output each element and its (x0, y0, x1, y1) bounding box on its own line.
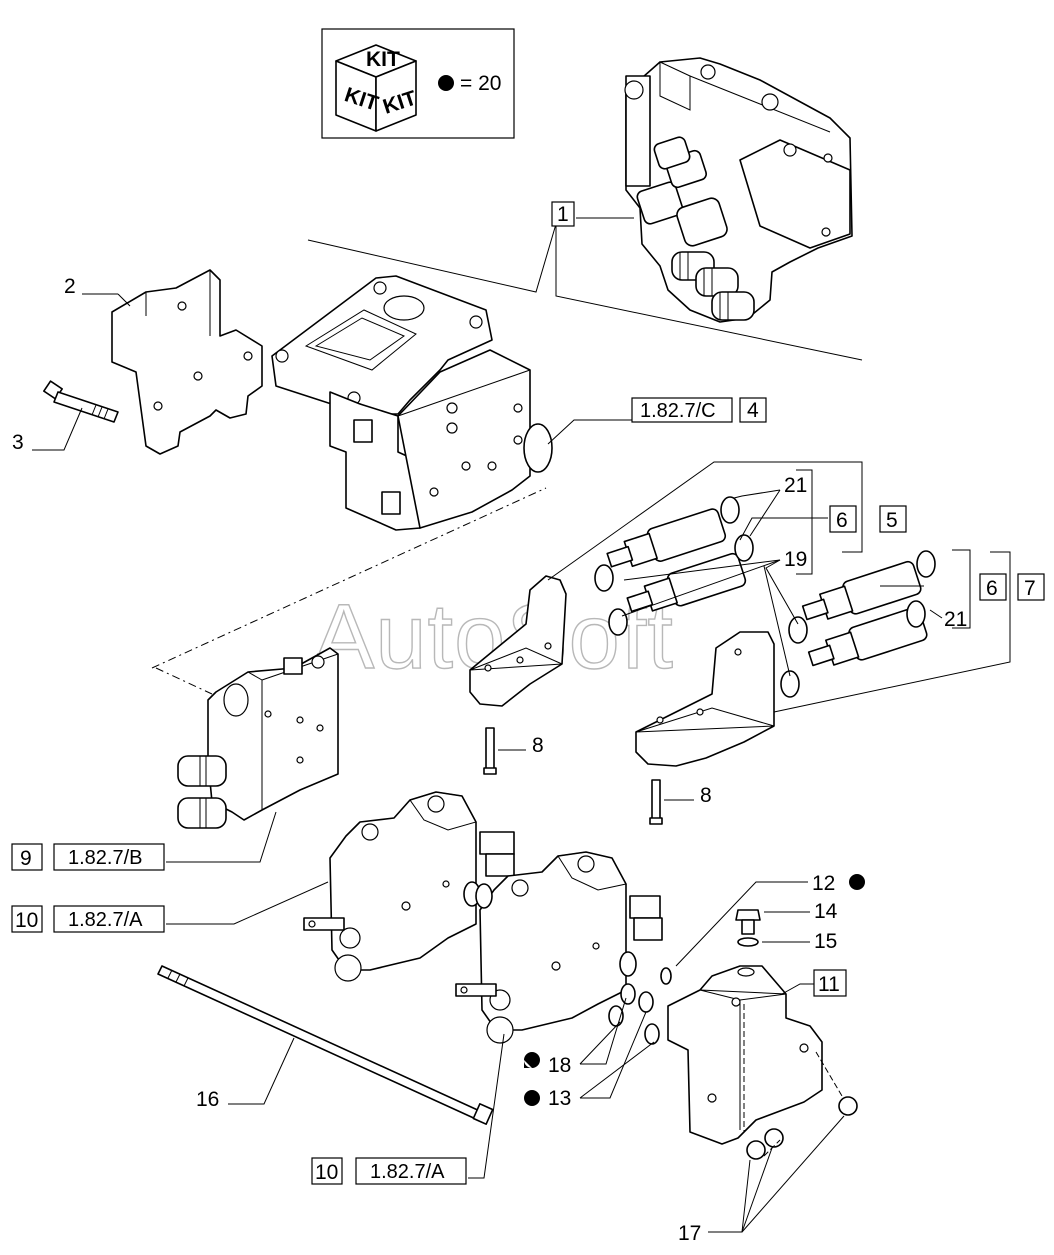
callout-10b: 10 (315, 1161, 338, 1184)
callout-18: 18 (548, 1054, 571, 1077)
callout-box-7 (1017, 573, 1045, 601)
ref-4: 1.82.7/C (640, 400, 716, 422)
callout-16: 16 (196, 1088, 219, 1111)
ref-10b: 1.82.7/A (370, 1161, 445, 1183)
callout-10a: 10 (15, 909, 38, 932)
callout-21b: 21 (944, 608, 967, 631)
callout-4: 4 (747, 399, 759, 422)
ref-9: 1.82.7/B (68, 847, 143, 869)
ref-10a: 1.82.7/A (68, 909, 143, 931)
valve-section-part-9 (177, 647, 339, 829)
callout-box-6a (829, 505, 857, 533)
callout-box-10a (11, 905, 43, 933)
tie-rod-part-16 (157, 965, 494, 1125)
callout-3: 3 (12, 431, 24, 454)
callout-8b: 8 (700, 784, 712, 807)
callout-6b: 6 (986, 577, 998, 600)
ref-box-10b (355, 1157, 467, 1185)
screw-part-8-a (483, 727, 497, 775)
callout-13: 13 (548, 1087, 571, 1110)
callout-box-4 (739, 397, 767, 423)
callout-8a: 8 (532, 734, 544, 757)
kit-legend: KIT KIT KIT = 20 (321, 28, 515, 139)
screw-part-8-b (649, 779, 663, 825)
callout-11: 11 (818, 973, 840, 996)
o-rings-parts-19-21 (594, 496, 936, 698)
small-parts-12-to-18 (608, 909, 858, 1160)
callout-5: 5 (886, 509, 898, 532)
kit-cube-top-text: KIT (366, 48, 400, 71)
cover-plate-part-2 (111, 269, 263, 455)
end-cover-part-11 (667, 965, 843, 1145)
kit-bullet-icon (438, 75, 454, 91)
ref-box-9 (53, 843, 165, 871)
callout-12: 12 (812, 872, 835, 895)
lever-bracket-part-5 (469, 575, 567, 707)
bolt-part-3 (43, 380, 119, 423)
lever-bracket-part-7 (635, 631, 775, 767)
callout-9: 9 (20, 847, 32, 870)
callout-6a: 6 (836, 509, 848, 532)
callout-2: 2 (64, 275, 76, 298)
callout-1: 1 (557, 203, 569, 226)
valve-housing-part-4 (271, 275, 553, 531)
kit-quantity-text: = 20 (460, 72, 501, 95)
callout-15: 15 (814, 930, 837, 953)
callout-box-9 (11, 843, 43, 871)
callout-box-10b (311, 1157, 343, 1185)
kit-bullet-13-icon (524, 1090, 540, 1106)
callout-box-11 (813, 969, 847, 997)
callout-box-1 (551, 201, 575, 227)
valve-section-part-10-upper (303, 791, 515, 982)
valve-section-part-10-lower (455, 851, 663, 1044)
valve-assembly-part-1 (624, 57, 853, 323)
callout-14: 14 (814, 900, 838, 923)
callout-19: 19 (784, 548, 807, 571)
callout-21a: 21 (784, 474, 807, 497)
ref-box-4 (631, 397, 733, 423)
kit-bullet-12-icon (849, 874, 865, 890)
callout-labels: 1 2 3 1.82.7/C 4 5 6 6 7 8 8 9 1.82.7/B … (11, 201, 1045, 1245)
callout-7: 7 (1024, 577, 1036, 600)
callout-box-5 (879, 505, 907, 533)
ref-box-10a (53, 905, 165, 933)
kit-cube-icon: KIT KIT KIT (335, 44, 420, 132)
callout-17: 17 (678, 1222, 701, 1245)
callout-box-6b (979, 573, 1007, 601)
kit-bullet-18-icon (524, 1052, 540, 1068)
